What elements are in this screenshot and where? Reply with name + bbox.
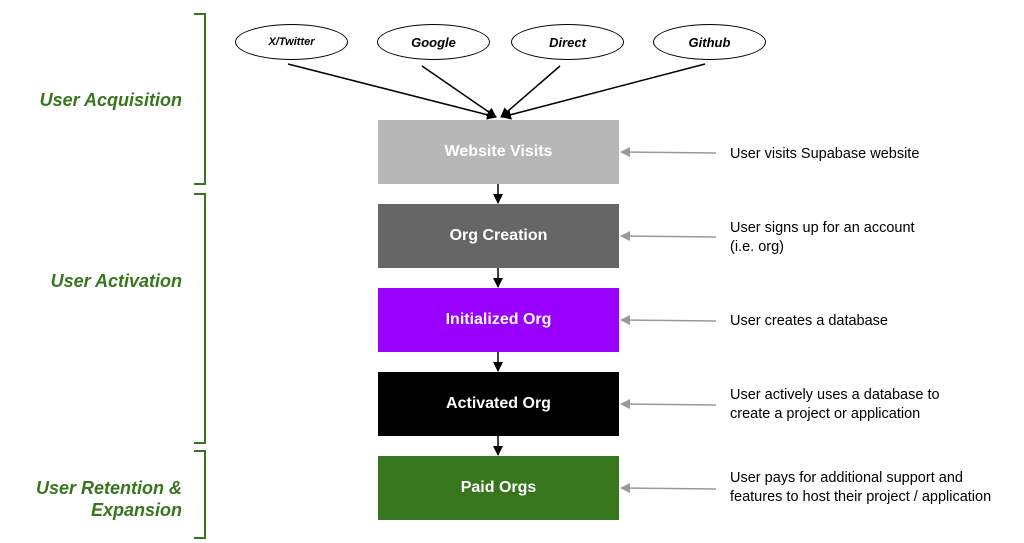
github-arrow [501,63,706,120]
description-website-visits: User visits Supabase website [730,146,920,162]
stage-label-activation: User Activation [50,271,182,291]
twitter-arrow [287,63,497,120]
description-org-creation: User signs up for an account (i.e. org) [730,220,915,255]
stage-label-retention: User Retention & Expansion [35,478,182,520]
direct-arrow [500,65,561,118]
retention-bracket [194,450,206,539]
google-arrow [421,65,497,118]
acquisition-bracket [194,13,206,185]
funnel-box-website-visits: Website Visits [378,120,619,184]
stage-label-acquisition: User Acquisition [39,90,182,110]
description-initialized-org: User creates a database [730,313,888,329]
description-arrow-2 [620,231,717,242]
source-google: Google [377,24,490,60]
description-arrow-3 [620,315,717,326]
source-direct: Direct [511,24,624,60]
description-arrow-4 [620,399,717,410]
description-arrow-5 [620,483,717,494]
funnel-box-activated-org: Activated Org [378,372,619,436]
source-twitter: X/Twitter [235,24,348,60]
funnel-box-initialized-org: Initialized Org [378,288,619,352]
funnel-box-paid-orgs: Paid Orgs [378,456,619,520]
description-arrow-1 [620,147,717,158]
description-paid-orgs: User pays for additional support and fea… [730,470,992,505]
description-activated-org: User actively uses a database to create … [730,387,940,422]
source-github: Github [653,24,766,60]
funnel-box-org-creation: Org Creation [378,204,619,268]
activation-bracket [194,193,206,444]
